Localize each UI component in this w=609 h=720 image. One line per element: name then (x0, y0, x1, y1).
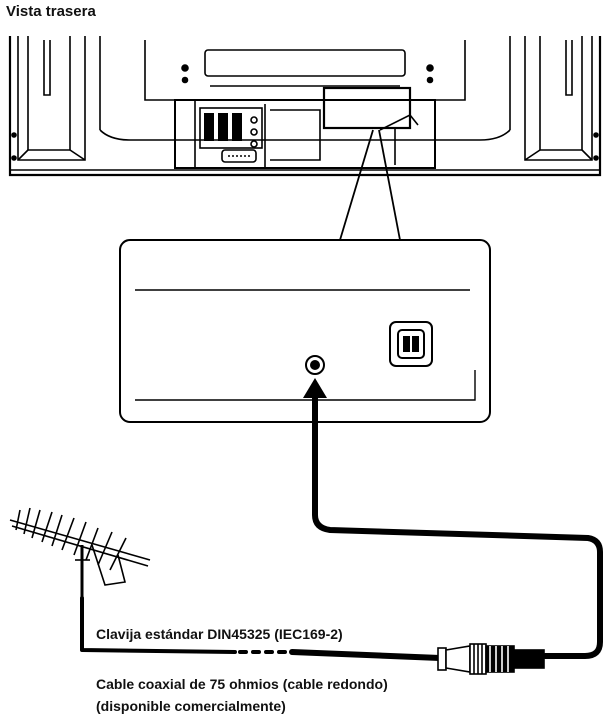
cable-label-line2: (disponible comercialmente) (96, 698, 286, 714)
cable-label-line1: Cable coaxial de 75 ohmios (cable redond… (96, 676, 388, 692)
power-inlet-icon (389, 321, 433, 367)
coaxial-cable (80, 395, 603, 661)
callout-lines (339, 129, 401, 241)
enlarged-panel (119, 239, 491, 423)
tv-rear-panel (8, 36, 602, 177)
connection-arrow-icon (303, 378, 327, 398)
antenna-jack-icon (305, 355, 325, 375)
diagram-title: Vista trasera (6, 3, 96, 20)
coaxial-plug-icon (437, 643, 545, 675)
plug-label: Clavija estándar DIN45325 (IEC169-2) (96, 626, 343, 642)
antenna-icon (9, 507, 151, 598)
